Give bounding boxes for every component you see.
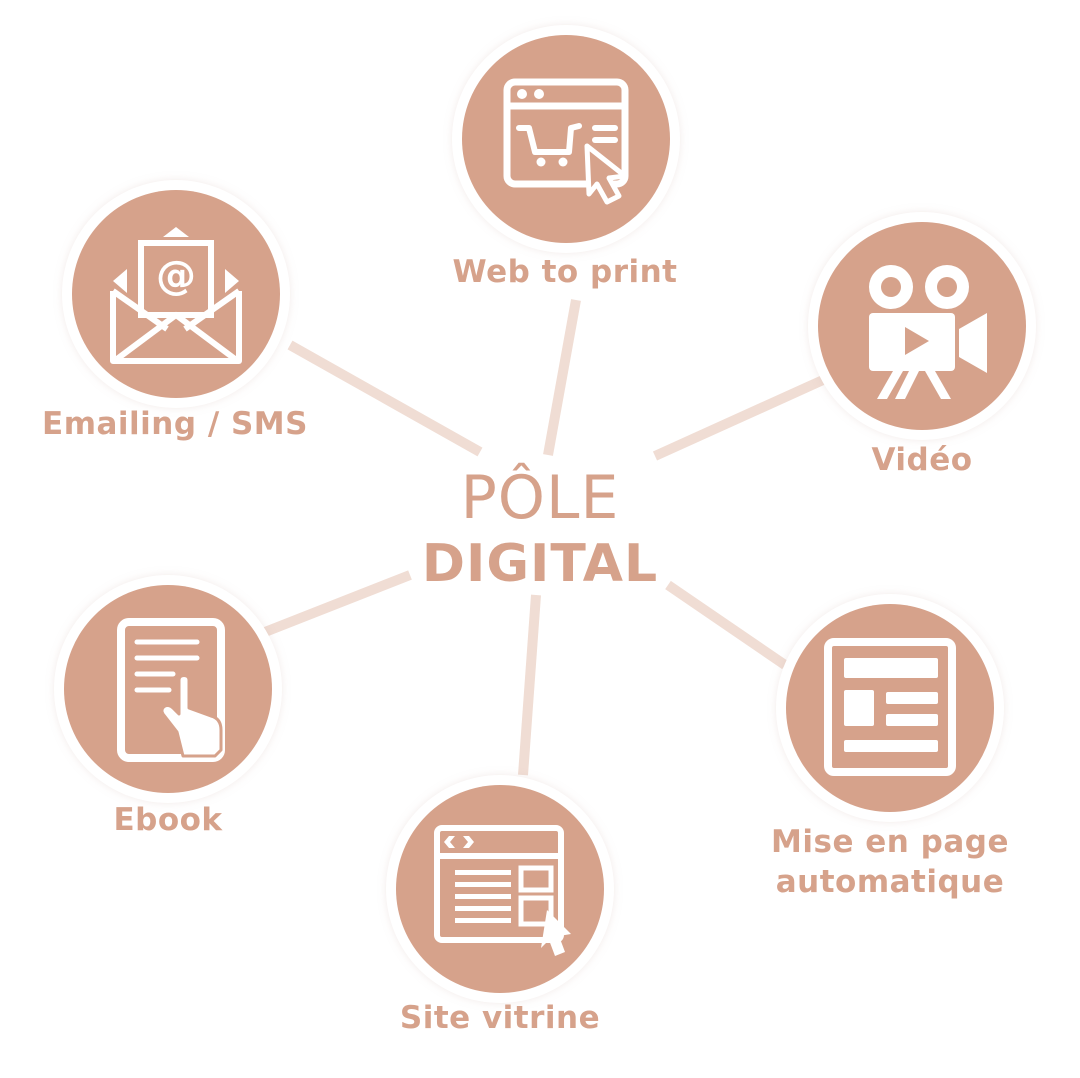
connector-web-to-print bbox=[543, 299, 581, 456]
node-mise-en-page bbox=[786, 604, 994, 812]
connector-ebook bbox=[263, 570, 412, 637]
label-ebook: Ebook bbox=[113, 802, 223, 838]
node-ebook bbox=[64, 585, 272, 793]
node-site-vitrine bbox=[396, 785, 604, 993]
connector-mise-en-page bbox=[665, 580, 788, 670]
label-site-vitrine: Site vitrine bbox=[399, 1000, 601, 1036]
svg-text:@: @ bbox=[156, 253, 196, 299]
center-title: PÔLE DIGITAL bbox=[390, 462, 690, 594]
center-title-line1: PÔLE bbox=[460, 463, 620, 533]
website-cursor-icon bbox=[434, 825, 571, 956]
email-envelope-icon: @ bbox=[110, 227, 242, 364]
label-web-to-print: Web to print bbox=[452, 254, 678, 290]
ebook-tablet-icon bbox=[117, 618, 225, 762]
connector-video bbox=[652, 375, 826, 461]
node-web-to-print bbox=[462, 35, 670, 243]
page-layout-icon bbox=[824, 638, 956, 776]
connector-site-vitrine bbox=[518, 594, 541, 776]
web-shop-icon bbox=[503, 78, 629, 205]
node-emailing: @ bbox=[72, 190, 280, 398]
connector-emailing bbox=[287, 340, 483, 457]
label-mise-en-page-text: Mise en page automatique bbox=[771, 824, 1009, 901]
label-mise-en-page: Mise en page automatique bbox=[760, 822, 1020, 903]
node-video bbox=[818, 222, 1026, 430]
label-video: Vidéo bbox=[871, 442, 973, 478]
center-title-line2: DIGITAL bbox=[421, 534, 659, 594]
movie-camera-icon bbox=[869, 265, 987, 399]
label-emailing: Emailing / SMS bbox=[42, 406, 308, 442]
